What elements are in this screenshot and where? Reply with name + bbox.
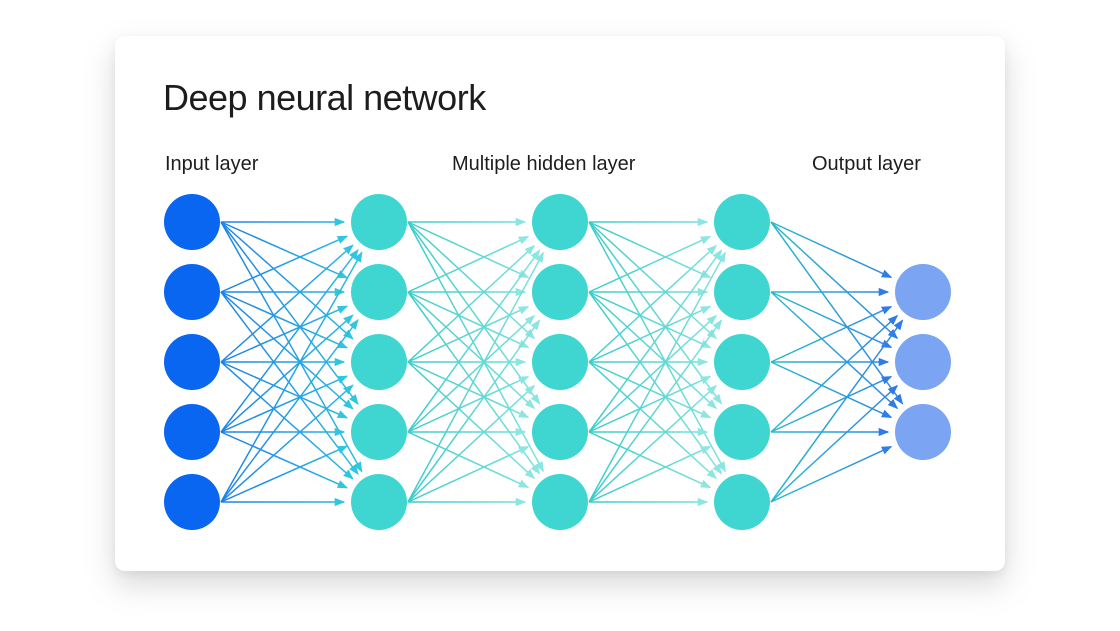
connection-line: [220, 305, 349, 363]
label-output-layer: Output layer: [812, 153, 921, 175]
connection-line: [770, 291, 893, 349]
connection-line: [220, 221, 363, 473]
connection-line: [407, 221, 530, 279]
output-layer-node: [895, 404, 951, 460]
hidden-layer-1-node: [351, 404, 407, 460]
connection-line: [407, 221, 544, 473]
hidden-layer-3-node: [714, 334, 770, 390]
connection-line: [407, 235, 530, 293]
connection-line: [770, 221, 893, 279]
connection-line: [588, 314, 718, 433]
connection-line: [220, 445, 349, 503]
connection-line: [588, 445, 712, 503]
connection-line: [220, 221, 354, 340]
hidden-layer-2-node: [532, 404, 588, 460]
connection-line: [220, 361, 354, 480]
diagram-title: Deep neural network: [163, 77, 486, 118]
connection-line: [220, 235, 349, 293]
connection-line: [588, 221, 726, 473]
connection-line: [770, 375, 893, 433]
output-layer-node: [895, 264, 951, 320]
connection-line: [407, 244, 536, 363]
connection-line: [220, 221, 359, 405]
connection-line: [407, 291, 530, 349]
connection-line: [407, 384, 536, 503]
connection-line: [220, 251, 363, 503]
connection-line: [770, 314, 899, 433]
connection-line: [220, 291, 349, 349]
connection-line: [220, 314, 354, 433]
connection-line: [588, 249, 723, 433]
connection-line: [407, 251, 544, 503]
connection-line: [407, 361, 530, 419]
hidden-layer-1-node: [351, 264, 407, 320]
input-layer-node: [164, 194, 220, 250]
connection-line: [407, 314, 536, 433]
connection-line: [407, 445, 530, 503]
hidden-layer-2-node: [532, 194, 588, 250]
connection-line: [407, 221, 536, 340]
connection-line: [588, 361, 718, 480]
connection-line: [407, 221, 541, 405]
connection-line: [220, 244, 354, 363]
input-layer-node: [164, 334, 220, 390]
input-layer-node: [164, 264, 220, 320]
output-layer-node: [895, 334, 951, 390]
connection-line: [588, 291, 718, 410]
label-input-layer: Input layer: [165, 153, 259, 175]
connection-line: [588, 291, 712, 349]
connection-line: [588, 319, 723, 503]
connection-line: [770, 361, 893, 419]
connection-line: [407, 361, 536, 480]
connection-line: [220, 291, 354, 410]
connection-line: [220, 221, 349, 279]
connection-line: [407, 291, 541, 475]
connection-line: [588, 244, 718, 363]
hidden-layer-3-node: [714, 194, 770, 250]
connection-line: [770, 384, 899, 503]
connection-line: [220, 291, 359, 475]
connection-line: [588, 221, 718, 340]
connection-line: [588, 221, 712, 279]
connection-line: [588, 431, 712, 489]
connection-line: [407, 319, 541, 503]
connection-line: [770, 305, 893, 363]
connection-line: [407, 305, 530, 363]
network-diagram-svg: [164, 194, 951, 530]
connection-line: [770, 221, 899, 340]
connection-line: [588, 221, 723, 405]
connection-line: [407, 291, 536, 410]
connection-line: [220, 431, 349, 489]
connection-line: [770, 221, 904, 405]
connection-line: [588, 375, 712, 433]
hidden-layer-2-node: [532, 264, 588, 320]
connection-line: [220, 319, 359, 503]
input-layer-node: [164, 404, 220, 460]
connection-line: [770, 445, 893, 503]
connection-line: [770, 319, 904, 503]
connection-line: [220, 249, 359, 433]
hidden-layer-2-node: [532, 474, 588, 530]
hidden-layer-3-node: [714, 474, 770, 530]
connection-line: [588, 251, 726, 503]
hidden-layer-2-node: [532, 334, 588, 390]
connection-line: [407, 431, 530, 489]
hidden-layer-1-node: [351, 334, 407, 390]
connection-line: [407, 249, 541, 433]
label-hidden-layer: Multiple hidden layer: [452, 153, 636, 175]
connection-line: [220, 375, 349, 433]
connection-line: [588, 384, 718, 503]
connection-line: [588, 291, 723, 475]
connection-line: [770, 291, 899, 410]
input-layer-node: [164, 474, 220, 530]
hidden-layer-1-node: [351, 474, 407, 530]
hidden-layer-1-node: [351, 194, 407, 250]
hidden-layer-3-node: [714, 264, 770, 320]
connection-line: [588, 235, 712, 293]
dnn-card: Deep neural network Input layer Multiple…: [115, 36, 1005, 571]
connection-line: [220, 384, 354, 503]
connection-line: [407, 375, 530, 433]
hidden-layer-3-node: [714, 404, 770, 460]
